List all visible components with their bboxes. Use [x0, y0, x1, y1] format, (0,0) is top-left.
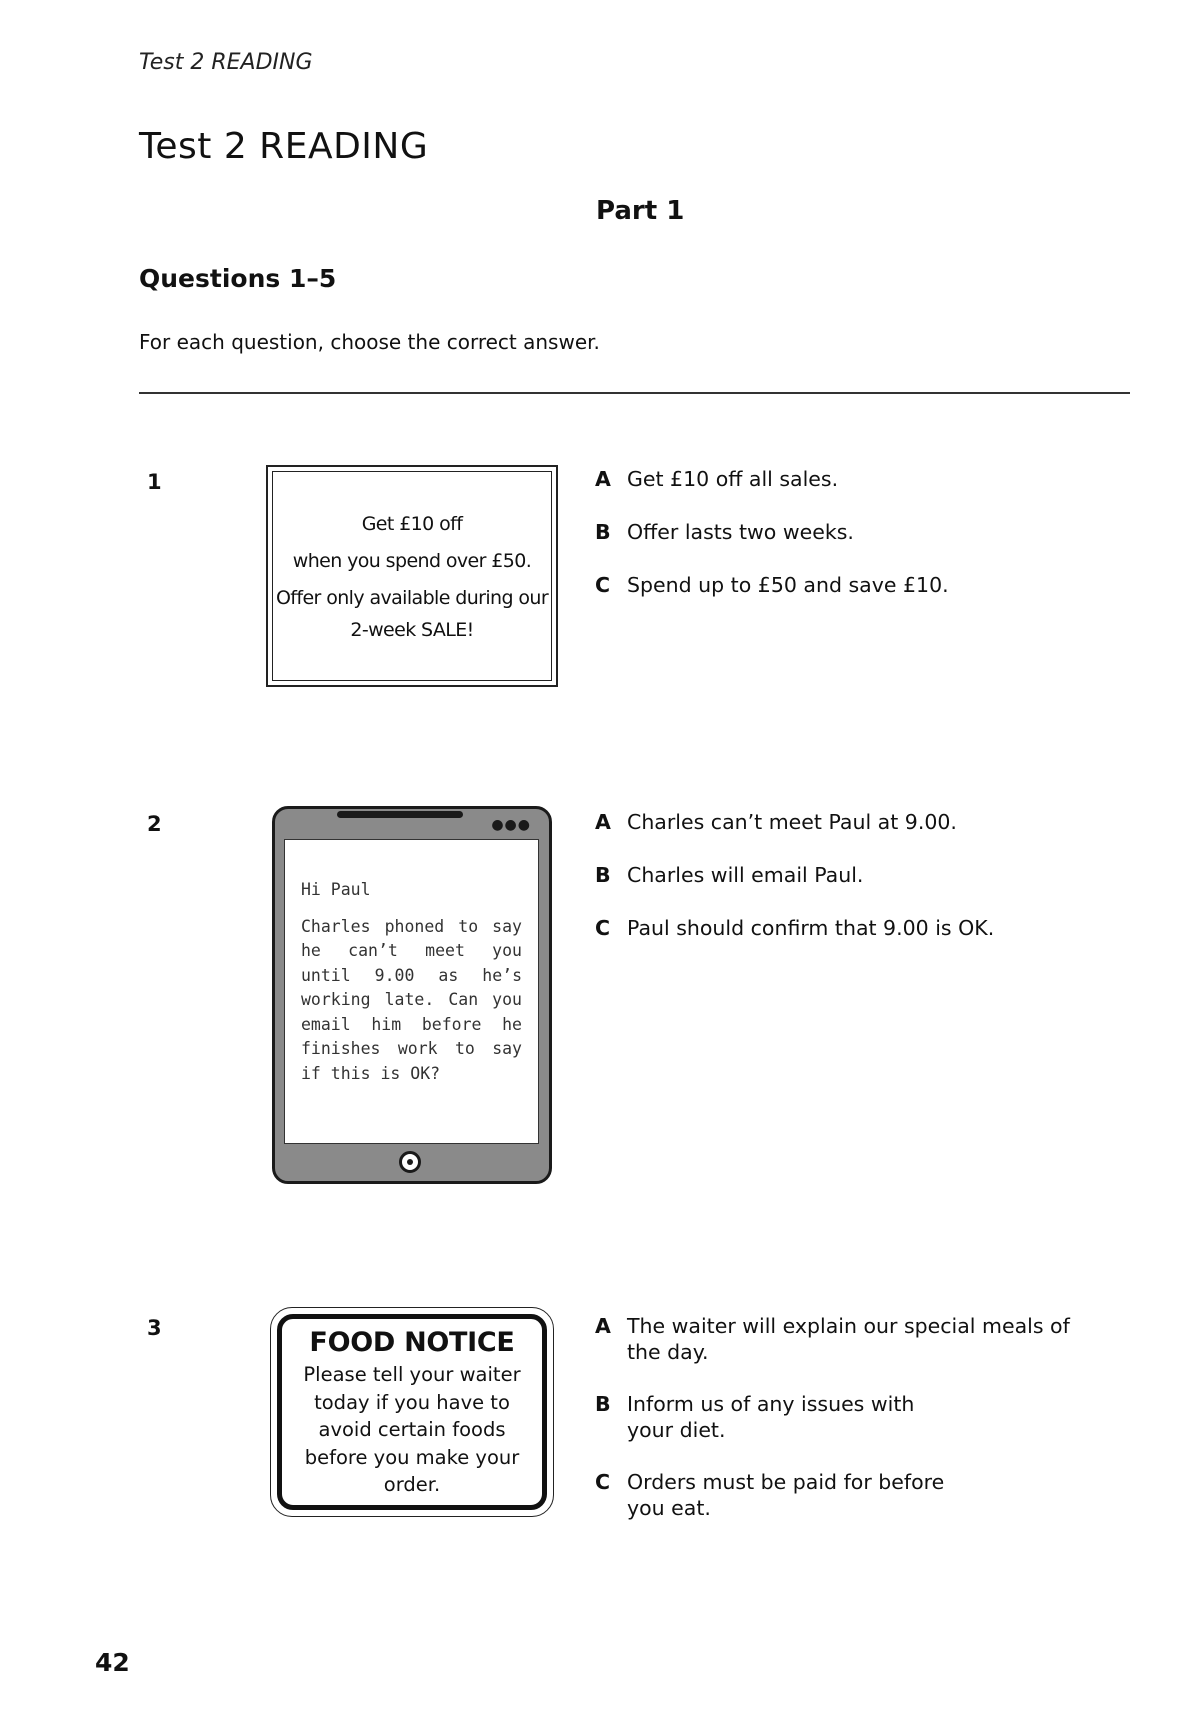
option-text: Paul should confirm that 9.00 is OK.: [627, 916, 995, 940]
part-title: Part 1: [596, 196, 685, 226]
phone-illustration: ●●● Hi Paul Charles phoned to say he can…: [272, 806, 552, 1184]
option-text: Get £10 off all sales.: [627, 467, 839, 491]
option-letter: C: [595, 916, 611, 940]
option-letter: C: [595, 573, 611, 597]
message-greeting: Hi Paul: [301, 880, 371, 899]
food-notice: FOOD NOTICE Please tell your waiter toda…: [270, 1307, 554, 1517]
option-c[interactable]: C Spend up to £50 and save £10.: [595, 572, 1115, 598]
option-letter: A: [595, 1314, 611, 1338]
question-number-3: 3: [147, 1316, 162, 1340]
option-text: Charles will email Paul.: [627, 863, 864, 887]
phone-screen: Hi Paul Charles phoned to say he can’t m…: [284, 839, 539, 1144]
food-notice-title: FOOD NOTICE: [309, 1327, 515, 1358]
option-text: Spend up to £50 and save £10.: [627, 573, 949, 597]
option-c[interactable]: C Orders must be paid for before you eat…: [595, 1469, 1105, 1521]
sale-notice-line: 2-week SALE!: [350, 619, 474, 641]
home-button-icon: [399, 1151, 421, 1173]
option-letter: A: [595, 810, 611, 834]
running-head: Test 2 READING: [139, 50, 313, 75]
question-number-1: 1: [147, 470, 162, 494]
option-text: Charles can’t meet Paul at 9.00.: [627, 810, 957, 834]
option-letter: B: [595, 863, 611, 887]
question-number-2: 2: [147, 812, 162, 836]
option-b[interactable]: B Offer lasts two weeks.: [595, 519, 1115, 545]
question-2-options: A Charles can’t meet Paul at 9.00. B Cha…: [595, 809, 1115, 941]
sale-notice-line: Get £10 off: [361, 513, 463, 535]
option-text: Offer lasts two weeks.: [627, 520, 854, 544]
page-number: 42: [95, 1648, 130, 1677]
option-c[interactable]: C Paul should confirm that 9.00 is OK.: [595, 915, 1115, 941]
option-letter: C: [595, 1470, 611, 1494]
question-1-options: A Get £10 off all sales. B Offer lasts t…: [595, 466, 1115, 598]
question-3-options: A The waiter will explain our special me…: [595, 1313, 1105, 1521]
food-notice-body: Please tell your waiter today if you hav…: [303, 1363, 521, 1496]
option-text: The waiter will explain our special meal…: [627, 1314, 1070, 1364]
food-notice-inner: FOOD NOTICE Please tell your waiter toda…: [277, 1314, 547, 1510]
instructions: For each question, choose the correct an…: [139, 330, 600, 354]
phone-speaker: [337, 811, 463, 818]
option-a[interactable]: A The waiter will explain our special me…: [595, 1313, 1105, 1365]
message-body: Charles phoned to say he can’t meet you …: [301, 916, 522, 1083]
option-text: Inform us of any issues with your diet.: [627, 1392, 915, 1442]
option-b[interactable]: B Charles will email Paul.: [595, 862, 1115, 888]
questions-heading: Questions 1–5: [139, 264, 337, 293]
option-letter: B: [595, 520, 611, 544]
option-letter: B: [595, 1392, 611, 1416]
option-text: Orders must be paid for before you eat.: [627, 1470, 945, 1520]
sale-notice: Get £10 off when you spend over £50. Off…: [266, 465, 558, 687]
sale-notice-inner: Get £10 off when you spend over £50. Off…: [272, 471, 552, 681]
sale-notice-line: when you spend over £50.: [292, 550, 532, 572]
page-title: Test 2 READING: [139, 126, 429, 167]
option-a[interactable]: A Charles can’t meet Paul at 9.00.: [595, 809, 1115, 835]
sale-notice-line: Offer only available during our: [275, 587, 549, 609]
section-divider: [139, 392, 1130, 394]
option-letter: A: [595, 467, 611, 491]
option-a[interactable]: A Get £10 off all sales.: [595, 466, 1115, 492]
camera-icon: ●●●: [491, 817, 531, 833]
option-b[interactable]: B Inform us of any issues with your diet…: [595, 1391, 1105, 1443]
